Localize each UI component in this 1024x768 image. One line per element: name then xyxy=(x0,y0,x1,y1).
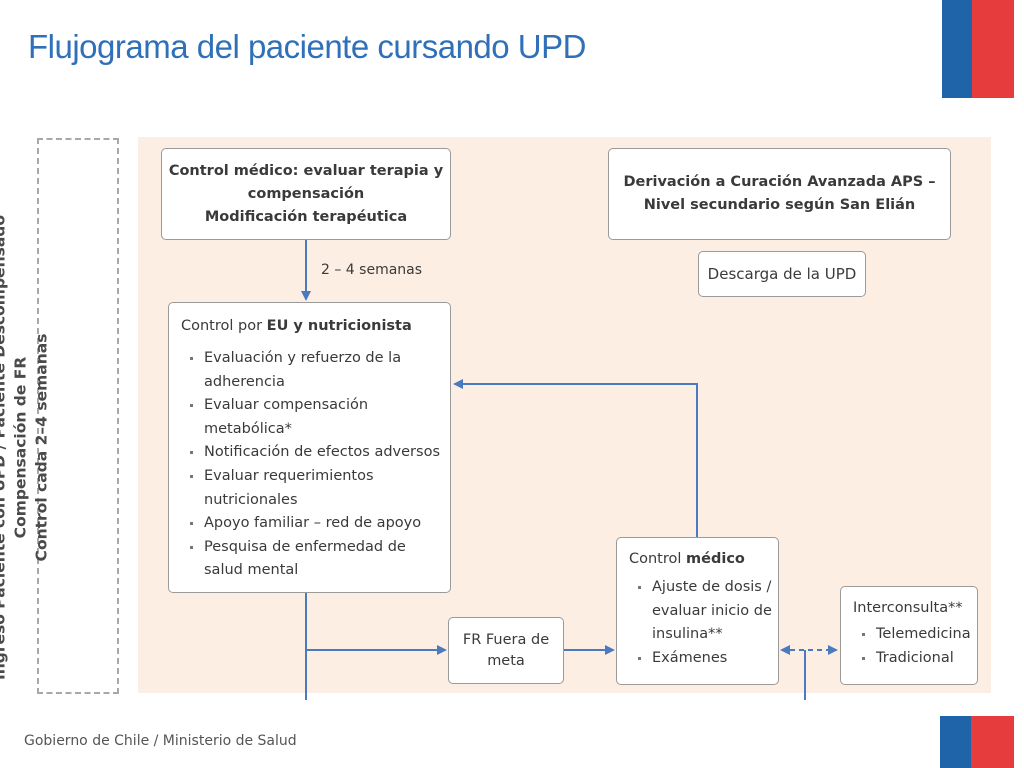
arrow-medico-to-eu xyxy=(453,379,698,537)
fr-line1: FR Fuera de xyxy=(462,631,550,648)
medico2-item-cont: evaluar inicio de xyxy=(652,602,772,619)
eu-item: Evaluar requerimientos xyxy=(181,465,450,489)
eu-item: Evaluación y refuerzo de la xyxy=(181,347,450,371)
fr-fuera-meta-box: FR Fuera de meta xyxy=(448,617,564,684)
control-medico-line3: Modificación terapéutica xyxy=(204,208,408,225)
derivacion-line2: Nivel secundario según San Elián xyxy=(643,197,916,213)
interconsulta-heading: Interconsulta** xyxy=(853,600,963,616)
chile-flag-logo-top xyxy=(942,0,1014,98)
control-medico-line2: compensación xyxy=(247,185,365,202)
interconsulta-item: Telemedicina xyxy=(853,623,977,647)
eu-item: Evaluar compensación xyxy=(181,394,450,418)
eu-heading-bold: EU y nutricionista xyxy=(266,318,412,334)
eu-heading-prefix: Control por xyxy=(181,318,267,334)
footer-text: Gobierno de Chile / Ministerio de Salud xyxy=(24,733,297,749)
medico2-heading-bold: médico xyxy=(686,551,745,567)
control-medico-box: Control médico: evaluar terapia y compen… xyxy=(161,148,451,240)
eu-heading: Control por EU y nutricionista xyxy=(181,315,450,337)
eu-item: Notificación de efectos adversos xyxy=(181,441,450,465)
eu-item-cont: adherencia xyxy=(204,373,285,390)
medico2-heading: Control médico xyxy=(629,548,778,570)
derivacion-box: Derivación a Curación Avanzada APS – Niv… xyxy=(608,148,951,240)
interconsulta-bullet-list: Telemedicina Tradicional xyxy=(853,623,977,670)
medico2-item: Exámenes xyxy=(629,647,778,671)
interconsulta-item: Tradicional xyxy=(853,647,977,671)
chile-flag-logo-bottom xyxy=(940,716,1014,768)
arrowhead-to-interconsulta xyxy=(828,645,838,655)
eu-item-cont: salud mental xyxy=(204,562,299,579)
derivacion-line1: Derivación a Curación Avanzada APS – xyxy=(623,174,936,190)
interconsulta-box: Interconsulta** Telemedicina Tradicional xyxy=(840,586,978,685)
descarga-label: Descarga de la UPD xyxy=(707,265,857,283)
eu-item-cont: nutricionales xyxy=(204,491,298,508)
eu-item: Pesquisa de enfermedad de xyxy=(181,536,450,560)
arrowhead-to-medico xyxy=(780,645,790,655)
eu-nutricionista-box: Control por EU y nutricionista Evaluació… xyxy=(168,302,451,593)
fr-line2: meta xyxy=(487,652,525,669)
eu-item-cont: metabólica* xyxy=(204,420,292,437)
eu-bullet-list: Evaluación y refuerzo de la adherencia E… xyxy=(181,347,450,583)
control-medico-line1: Control médico: evaluar terapia y xyxy=(168,162,444,179)
medico2-item: Ajuste de dosis / xyxy=(629,576,778,600)
medico2-heading-prefix: Control xyxy=(629,551,687,567)
descarga-upd-box: Descarga de la UPD xyxy=(698,251,866,297)
arrow-interval-label: 2 – 4 semanas xyxy=(321,262,423,278)
medico2-item-cont: insulina** xyxy=(652,626,723,643)
medico2-bullet-list: Ajuste de dosis / evaluar inicio de insu… xyxy=(629,576,778,670)
control-medico-2-box: Control médico Ajuste de dosis / evaluar… xyxy=(616,537,779,685)
side-label-box xyxy=(37,138,119,694)
slide-title: Flujograma del paciente cursando UPD xyxy=(28,28,586,65)
eu-item: Apoyo familiar – red de apoyo xyxy=(181,512,450,536)
